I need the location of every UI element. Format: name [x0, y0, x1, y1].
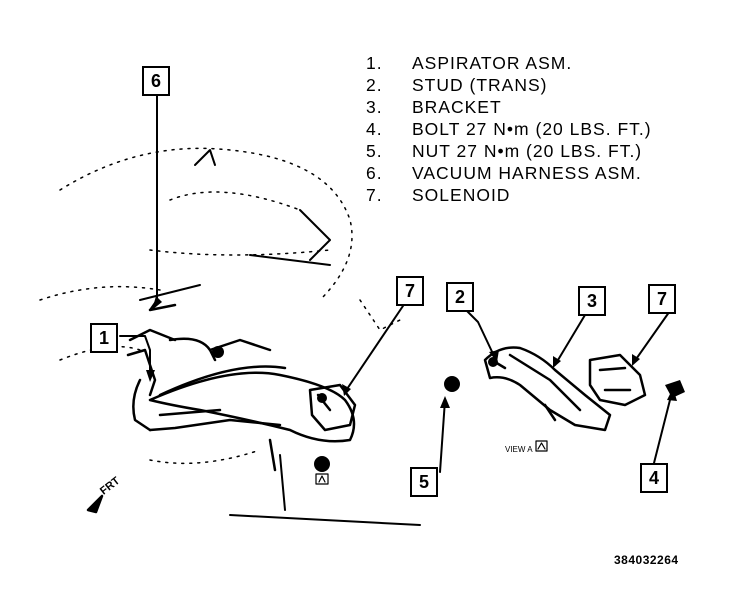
callout-1: 1: [90, 323, 118, 353]
nut-part: [444, 376, 460, 392]
callout-7-detail: 7: [648, 284, 676, 314]
legend-item: 1.ASPIRATOR ASM.: [366, 53, 573, 73]
callout-5: 5: [410, 467, 438, 497]
legend-item: 5.NUT 27 N•m (20 LBS. FT.): [366, 141, 643, 161]
callout-6: 6: [142, 66, 170, 96]
legend-item: 6.VACUUM HARNESS ASM.: [366, 163, 642, 183]
callout-3: 3: [578, 286, 606, 316]
view-label: VIEW A: [505, 445, 533, 454]
callout-2: 2: [446, 282, 474, 312]
solenoid-detail: [588, 353, 647, 407]
engine-details: [139, 149, 421, 526]
legend-item: 7.SOLENOID: [366, 185, 511, 205]
parts-legend: 1.ASPIRATOR ASM. 2.STUD (TRANS) 3.BRACKE…: [366, 52, 652, 206]
figure-reference: 384032264: [614, 553, 679, 567]
legend-item: 3.BRACKET: [366, 97, 502, 117]
engine-outline: [39, 147, 401, 465]
hardware: [212, 346, 685, 472]
callout-7-engine: 7: [396, 276, 424, 306]
front-arrow-icon: [86, 494, 104, 514]
legend-item: 2.STUD (TRANS): [366, 75, 548, 95]
callout-4: 4: [640, 463, 668, 493]
bracket-detail: [483, 346, 612, 432]
stud-part: [488, 357, 498, 367]
bolt-part: [665, 380, 685, 398]
leader-lines: [119, 95, 673, 473]
legend-item: 4.BOLT 27 N•m (20 LBS. FT.): [366, 119, 652, 139]
view-marker: [315, 440, 548, 485]
vacuum-harness: [132, 338, 356, 472]
